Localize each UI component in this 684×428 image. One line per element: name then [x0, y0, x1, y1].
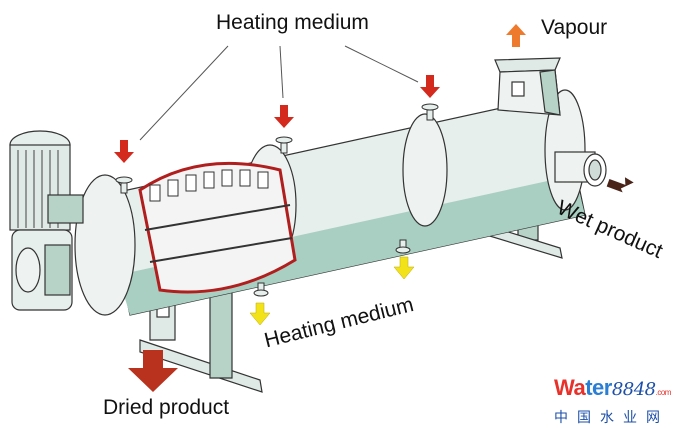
- wet-product-arrow-icon: [606, 177, 634, 193]
- arrow-down-icon: [274, 105, 294, 128]
- arrow-down-icon: [249, 302, 271, 326]
- vapour-arrow-icon: [506, 24, 526, 47]
- watermark-number: 8848: [611, 379, 656, 400]
- gearbox: [11, 229, 73, 311]
- arrow-down-icon: [114, 140, 134, 163]
- label-dried-product: Dried product: [103, 396, 230, 419]
- label-heating-medium-top: Heating medium: [216, 11, 369, 34]
- arrow-down-icon: [393, 256, 415, 280]
- arrow-down-icon: [420, 75, 440, 98]
- vapour-dome: [494, 57, 561, 116]
- watermark-brand-red: Wa: [554, 375, 586, 400]
- heating-nozzles: [115, 103, 439, 297]
- label-vapour: Vapour: [541, 16, 608, 39]
- watermark-brand-blue: ter: [585, 375, 612, 400]
- support-left: [139, 279, 263, 393]
- heating-out-arrows: [249, 256, 415, 326]
- watermark-logo: Water8848.com 中国水业网: [554, 377, 682, 427]
- dried-product-arrow-icon: [128, 350, 178, 392]
- leader-lines: [139, 45, 419, 141]
- heating-in-arrows: [114, 75, 440, 163]
- paddle-cutaway: [138, 161, 297, 294]
- inlet-nozzle: [554, 151, 607, 187]
- watermark-suffix: .com: [655, 388, 672, 397]
- watermark-brand: Water8848.com: [554, 377, 682, 404]
- motor: [9, 130, 84, 231]
- watermark-chinese: 中国水业网: [554, 410, 669, 426]
